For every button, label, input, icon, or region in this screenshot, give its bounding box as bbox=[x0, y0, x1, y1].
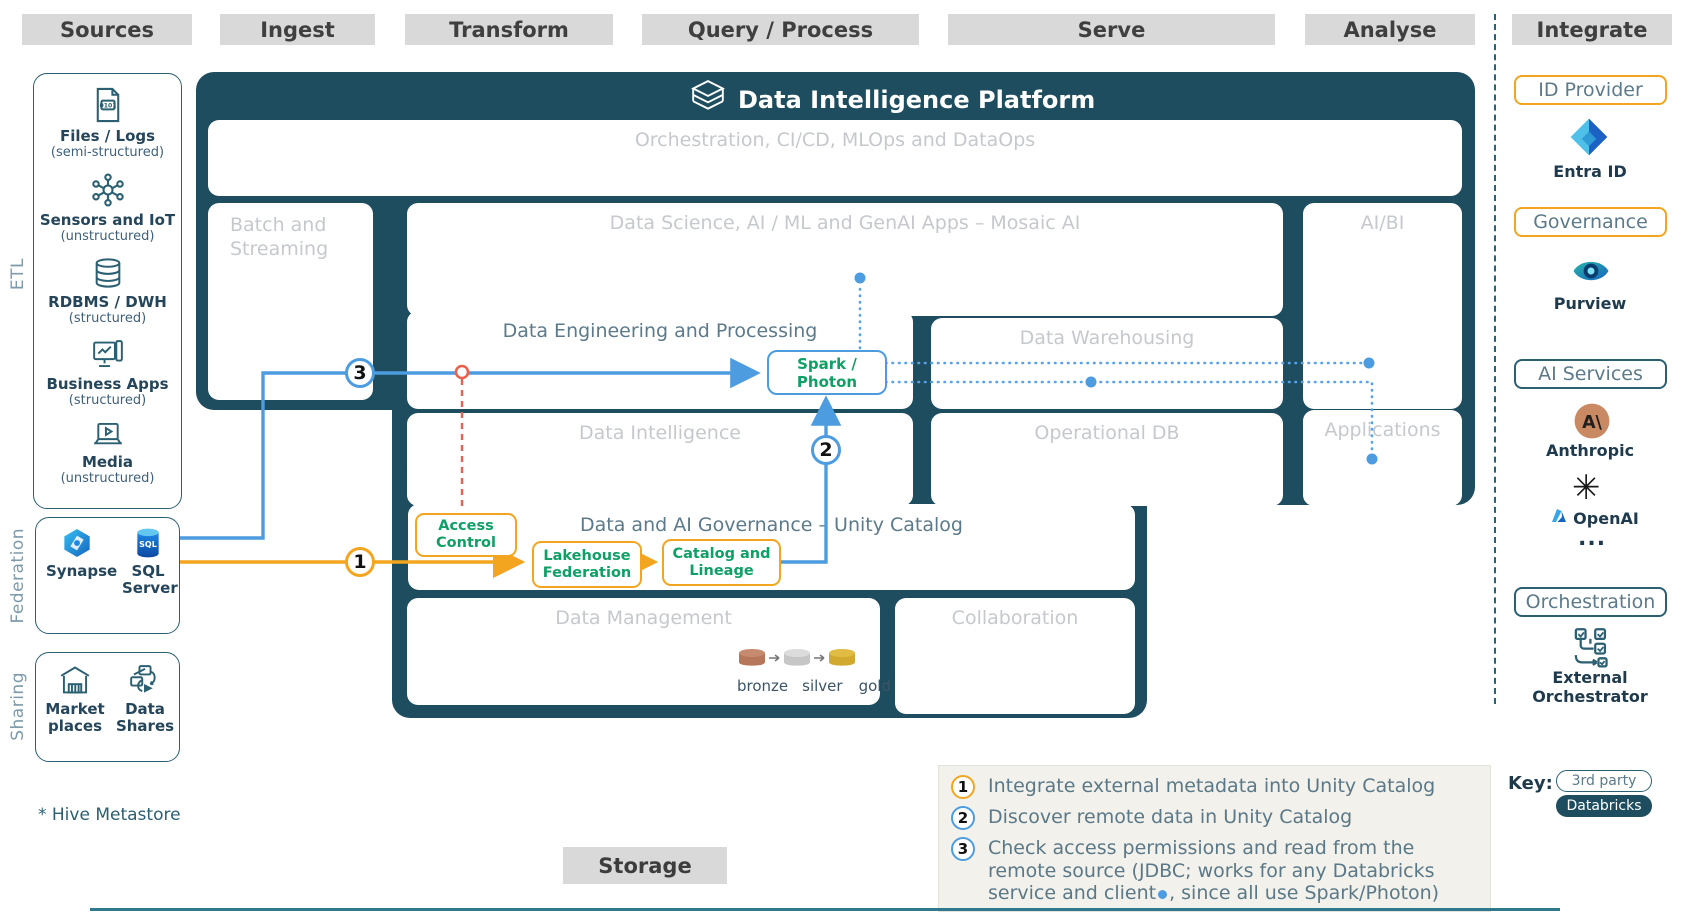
box-data-science: Data Science, AI / ML and GenAI Apps – M… bbox=[407, 203, 1283, 316]
rail-label-sharing: Sharing bbox=[8, 672, 28, 741]
legend-item-2: 2 Discover remote data in Unity Catalog bbox=[951, 806, 1352, 830]
database-icon bbox=[91, 256, 125, 294]
entra-id-label: Entra ID bbox=[1553, 162, 1627, 181]
medallion-flow: bronze silver gold bbox=[737, 646, 891, 695]
box-access-control: Access Control bbox=[415, 513, 517, 557]
monitor-chart-icon bbox=[90, 338, 126, 376]
box-lakehouse-federation: Lakehouse Federation bbox=[532, 541, 642, 588]
medallion-silver-label: silver bbox=[802, 677, 843, 695]
pill-ai-services: AI Services bbox=[1514, 359, 1667, 389]
pill-governance: Governance bbox=[1514, 207, 1667, 237]
legend-marker-3: 3 bbox=[951, 837, 975, 861]
sharing-group: Market places Data Shares bbox=[35, 652, 180, 762]
rail-label-federation: Federation bbox=[8, 528, 28, 624]
legend-marker-2: 2 bbox=[951, 806, 975, 830]
box-data-management: Data Management bronze bbox=[407, 598, 891, 705]
silver-cylinder-icon bbox=[784, 649, 810, 666]
box-ai-bi: AI/BI bbox=[1303, 203, 1462, 409]
box-catalog-lineage: Catalog and Lineage bbox=[662, 539, 781, 586]
sharing-data-shares: Data Shares bbox=[114, 663, 176, 735]
ai-services-ellipsis: ... bbox=[1578, 526, 1607, 551]
federation-group: Synapse SQL SQL Server bbox=[35, 517, 180, 634]
pill-id-provider: ID Provider bbox=[1514, 75, 1667, 105]
anthropic-label: Anthropic bbox=[1545, 441, 1635, 460]
box-collaboration: Collaboration bbox=[895, 598, 1135, 714]
medallion-gold-label: gold bbox=[858, 677, 891, 695]
storage-bar: Storage bbox=[563, 847, 727, 884]
purview-label: Purview bbox=[1553, 294, 1627, 313]
box-data-warehousing: Data Warehousing bbox=[931, 318, 1283, 409]
key-label: Key: bbox=[1508, 773, 1553, 794]
sql-server-icon: SQL bbox=[133, 528, 163, 563]
hive-metastore-footnote: * Hive Metastore bbox=[38, 805, 181, 825]
flow-marker-3: 3 bbox=[345, 358, 375, 388]
svg-text:A\: A\ bbox=[1582, 413, 1602, 433]
file-code-icon: 0101 bbox=[90, 86, 126, 128]
bronze-cylinder-icon bbox=[739, 649, 765, 666]
header-transform: Transform bbox=[405, 14, 613, 45]
header-ingest: Ingest bbox=[220, 14, 375, 45]
data-shares-icon bbox=[127, 665, 163, 701]
header-sources: Sources bbox=[22, 14, 192, 45]
entra-id-icon bbox=[1567, 115, 1611, 163]
box-orchestration: Orchestration, CI/CD, MLOps and DataOps bbox=[208, 120, 1462, 196]
external-orchestrator-icon bbox=[1572, 626, 1612, 672]
iot-network-icon bbox=[90, 172, 126, 212]
svg-text:0101: 0101 bbox=[99, 102, 116, 109]
flow-marker-1: 1 bbox=[345, 547, 375, 577]
legend-marker-1: 1 bbox=[951, 775, 975, 799]
platform-title: Data Intelligence Platform bbox=[738, 86, 1096, 114]
bottom-rule bbox=[90, 908, 1560, 911]
platform-title-row: Data Intelligence Platform bbox=[690, 80, 1095, 120]
integrate-divider bbox=[1494, 14, 1496, 704]
purview-icon bbox=[1570, 250, 1612, 296]
sources-etl-group: 0101 Files / Logs (semi-structured) Sens… bbox=[33, 73, 182, 509]
federation-synapse: Synapse bbox=[46, 527, 117, 580]
box-operational-db: Operational DB bbox=[931, 413, 1283, 506]
source-files-logs: 0101 Files / Logs (semi-structured) bbox=[34, 86, 181, 160]
legend-item-3: 3 Check access permissions and read from… bbox=[951, 837, 1473, 905]
source-rdbms-dwh: RDBMS / DWH (structured) bbox=[34, 256, 181, 326]
source-media: Media (unstructured) bbox=[34, 420, 181, 486]
key-databricks-pill: Databricks bbox=[1556, 795, 1652, 817]
openai-label: OpenAI bbox=[1573, 508, 1639, 528]
rail-label-etl: ETL bbox=[8, 258, 28, 291]
medallion-bronze-label: bronze bbox=[737, 677, 789, 695]
openai-icon: ✳ bbox=[1572, 468, 1601, 508]
external-orchestrator-label: External Orchestrator bbox=[1532, 668, 1648, 706]
sharing-marketplaces: Market places bbox=[44, 663, 106, 735]
synapse-icon bbox=[61, 529, 93, 563]
source-business-apps: Business Apps (structured) bbox=[34, 338, 181, 408]
box-spark-photon: Spark / Photon bbox=[767, 350, 887, 395]
databricks-logo-icon bbox=[690, 80, 726, 120]
anthropic-icon: A\ bbox=[1573, 402, 1611, 444]
header-serve: Serve bbox=[948, 14, 1275, 45]
source-sensors-iot: Sensors and IoT (unstructured) bbox=[34, 172, 181, 244]
box-batch-streaming: Batch and Streaming bbox=[208, 203, 373, 400]
legend-item-1: 1 Integrate external metadata into Unity… bbox=[951, 775, 1435, 799]
client-dot-icon bbox=[1158, 890, 1168, 899]
flow-marker-2: 2 bbox=[811, 435, 841, 465]
header-query-process: Query / Process bbox=[642, 14, 919, 45]
azure-icon bbox=[1551, 508, 1567, 528]
federation-sql-server: SQL SQL Server bbox=[122, 527, 178, 597]
gold-cylinder-icon bbox=[829, 649, 855, 666]
header-integrate: Integrate bbox=[1512, 14, 1672, 45]
box-applications: Applications bbox=[1303, 410, 1462, 506]
header-analyse: Analyse bbox=[1305, 14, 1475, 45]
svg-text:SQL: SQL bbox=[139, 540, 157, 549]
legend-box: 1 Integrate external metadata into Unity… bbox=[938, 765, 1491, 912]
marketplace-icon bbox=[57, 666, 93, 701]
pill-orchestration: Orchestration bbox=[1514, 587, 1667, 617]
key-3rd-party-pill: 3rd party bbox=[1556, 770, 1652, 792]
media-player-icon bbox=[90, 420, 126, 454]
azure-openai-row: OpenAI bbox=[1540, 508, 1650, 528]
